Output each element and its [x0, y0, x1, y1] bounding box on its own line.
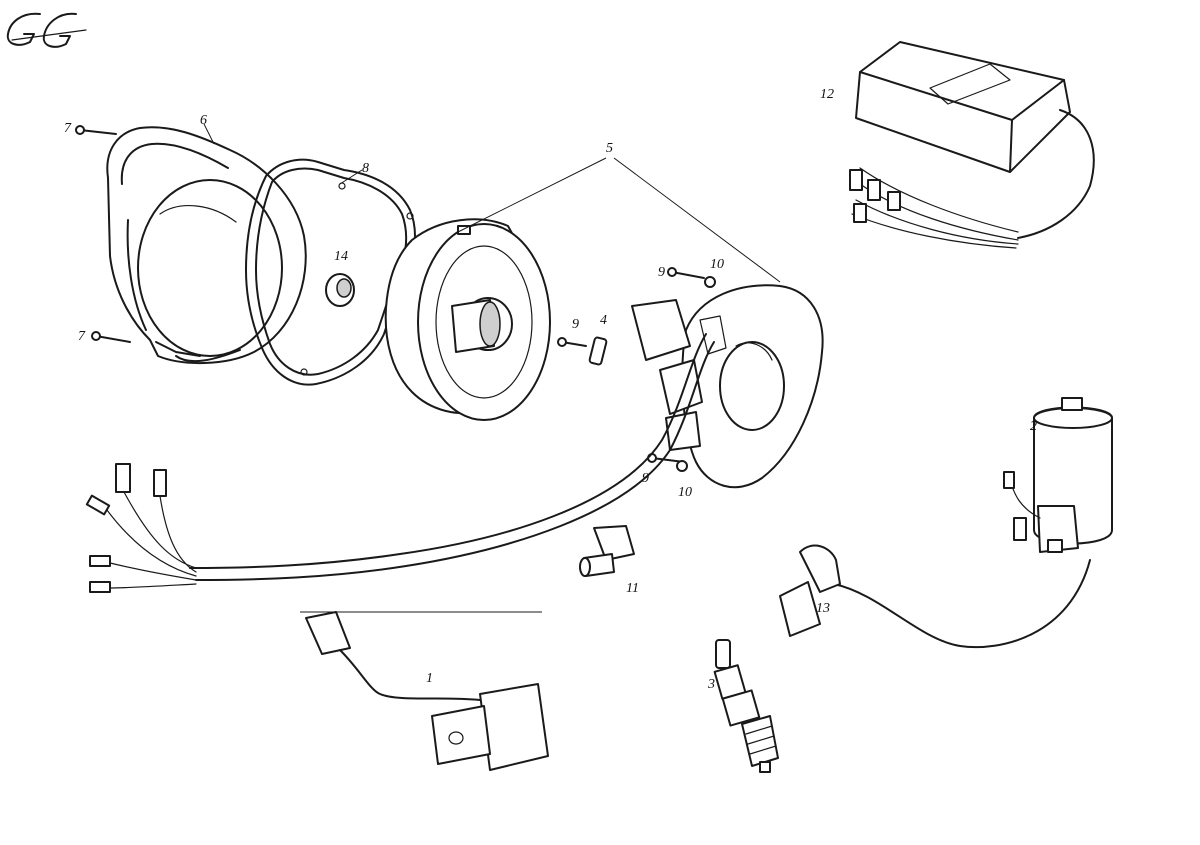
- part-10-washers: [676, 276, 716, 472]
- part-4-key: [588, 336, 608, 366]
- callout-1: 1: [426, 671, 433, 686]
- callout-2: 2: [1030, 419, 1037, 434]
- callout-9c: 9: [642, 471, 649, 486]
- part-6-cover: [106, 126, 307, 365]
- callout-7a: 7: [64, 121, 72, 136]
- part-5-stator-plate: [631, 284, 824, 489]
- part-13-ht-lead-cap: [779, 544, 1091, 649]
- harness-wires: [103, 333, 715, 589]
- part-5-flywheel: [384, 218, 551, 421]
- callout-13: 13: [816, 601, 830, 616]
- part-3-spark-plug: [713, 639, 779, 773]
- callout-14: 14: [334, 249, 348, 264]
- callout-9a: 9: [658, 265, 665, 280]
- part-11-sensor: [579, 525, 635, 577]
- part-7-bolts: [75, 125, 131, 343]
- callout-leaders: [203, 123, 781, 283]
- gg-logo: [6, 12, 87, 48]
- callout-5: 5: [606, 141, 613, 156]
- callout-12: 12: [820, 87, 834, 102]
- part-12-cdi-unit: [849, 41, 1095, 249]
- callout-10a: 10: [710, 257, 724, 272]
- part-1-cdi-box: [305, 611, 549, 771]
- callout-10b: 10: [678, 485, 692, 500]
- part-2-ignition-coil: [1003, 397, 1113, 553]
- callout-6: 6: [200, 113, 207, 128]
- callout-7b: 7: [78, 329, 86, 344]
- part-14-bushing: [325, 273, 355, 307]
- callout-4: 4: [600, 313, 607, 328]
- callout-11: 11: [626, 581, 639, 596]
- harness-connectors: [85, 463, 167, 593]
- callout-9b: 9: [572, 317, 579, 332]
- callout-3: 3: [707, 677, 715, 692]
- callout-numbers: 1 2 3 4 5 6 7 7 8 9 9 9 10 10 11 12 13 1…: [64, 87, 1037, 692]
- callout-8: 8: [362, 161, 369, 176]
